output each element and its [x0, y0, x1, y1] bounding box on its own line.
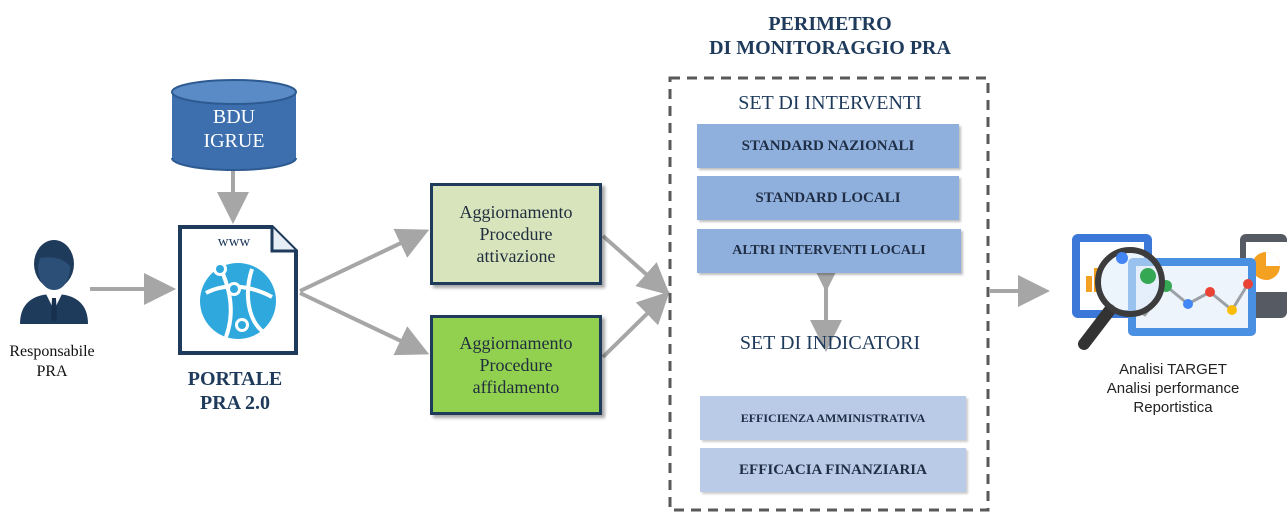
analysis-caption: Analisi TARGET Analisi performance Repor… [1088, 360, 1258, 417]
analysis-dashboard-icon [1060, 226, 1287, 354]
intervention-standard-locali: STANDARD LOCALI [697, 176, 959, 220]
user-caption-line1: Responsabile [9, 343, 95, 360]
procedure-award-box: Aggiornamento Procedure affidamento [430, 315, 602, 415]
user-icon [14, 226, 94, 326]
database-label-line1: BDU [212, 106, 256, 128]
procedure-activation-line2: Procedure [479, 224, 553, 244]
portal-page-icon [176, 223, 300, 357]
portal-title-line2: PRA 2.0 [200, 392, 270, 414]
analysis-caption-line3: Reportistica [1133, 399, 1213, 416]
portal-title: PORTALE PRA 2.0 [160, 367, 310, 415]
procedure-activation-line3: attivazione [476, 246, 556, 266]
award-to-perimeter-arrow [601, 291, 670, 359]
procedure-award-line3: affidamento [472, 377, 560, 397]
database-label-line2: IGRUE [203, 130, 265, 152]
perimeter-title-line1: PERIMETRO [768, 13, 892, 35]
portal-to-activation-arrow [299, 228, 430, 293]
indicator-efficacia-finanziaria: EFFICACIA FINANZIARIA [700, 448, 966, 492]
intervention-altri-locali: ALTRI INTERVENTI LOCALI [697, 229, 961, 273]
database-label: BDU IGRUE [168, 105, 300, 153]
procedure-activation-line1: Aggiornamento [459, 202, 573, 222]
database-cylinder-icon [168, 78, 300, 172]
analysis-caption-line2: Analisi performance [1106, 380, 1240, 397]
procedure-award-line2: Procedure [479, 355, 553, 375]
procedure-activation-box: Aggiornamento Procedure attivazione [430, 183, 602, 285]
portal-www-label: www [217, 234, 251, 250]
indicators-title: SET DI INDICATORI [739, 332, 921, 354]
activation-to-perimeter-arrow [601, 234, 670, 296]
indicator-efficienza-amministrativa: EFFICIENZA AMMINISTRATIVA [700, 396, 966, 440]
procedure-award-line1: Aggiornamento [459, 333, 573, 353]
portal-to-award-arrow [299, 291, 430, 356]
interventions-title: SET DI INTERVENTI [738, 92, 922, 114]
user-caption: Responsabile PRA [0, 342, 104, 382]
portal-title-line1: PORTALE [187, 368, 283, 390]
analysis-caption-line1: Analisi TARGET [1119, 361, 1227, 378]
perimeter-dashed-border [668, 76, 990, 512]
perimeter-title-line2: DI MONITORAGGIO PRA [709, 37, 951, 59]
intervention-standard-nazionali: STANDARD NAZIONALI [697, 124, 959, 168]
user-caption-line2: PRA [36, 363, 68, 380]
perimeter-title: PERIMETRO DI MONITORAGGIO PRA [630, 12, 1030, 60]
